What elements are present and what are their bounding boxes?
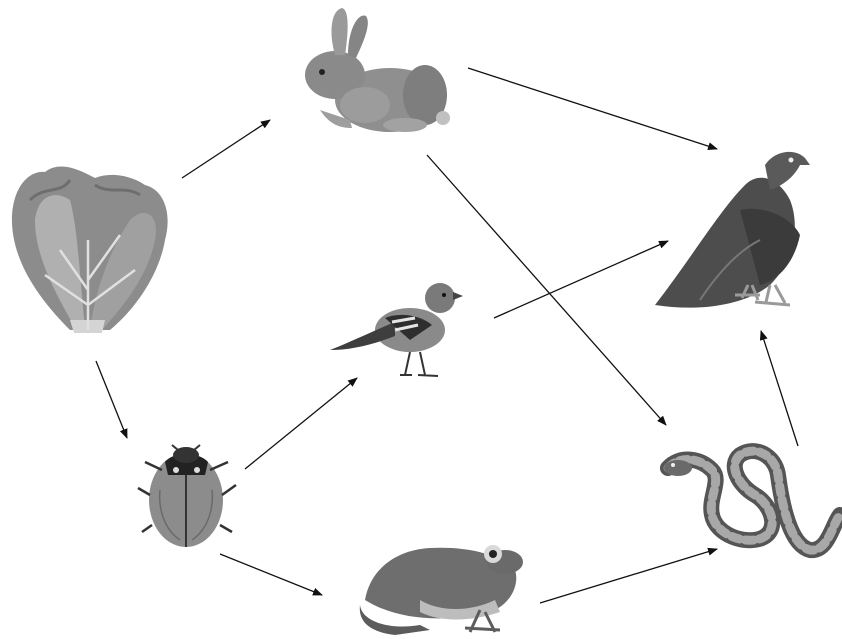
arrow-beetle-to-frog xyxy=(220,554,322,595)
ladybug-icon xyxy=(138,445,236,547)
arrow-rabbit-to-snake xyxy=(427,155,666,425)
arrow-lettuce-to-rabbit xyxy=(182,120,270,178)
arrow-lettuce-to-beetle xyxy=(96,361,127,438)
rabbit-icon xyxy=(305,8,450,132)
arrow-bird-to-hawk xyxy=(494,241,668,318)
arrow-beetle-to-bird xyxy=(245,378,357,469)
snake-icon xyxy=(664,451,840,550)
lettuce-icon xyxy=(12,166,168,333)
finch-icon xyxy=(330,283,463,376)
hawk-icon xyxy=(655,152,810,308)
arrow-rabbit-to-hawk xyxy=(468,68,717,149)
arrow-frog-to-snake xyxy=(540,549,717,603)
arrow-snake-to-hawk xyxy=(761,331,798,446)
frog-icon xyxy=(360,545,523,635)
